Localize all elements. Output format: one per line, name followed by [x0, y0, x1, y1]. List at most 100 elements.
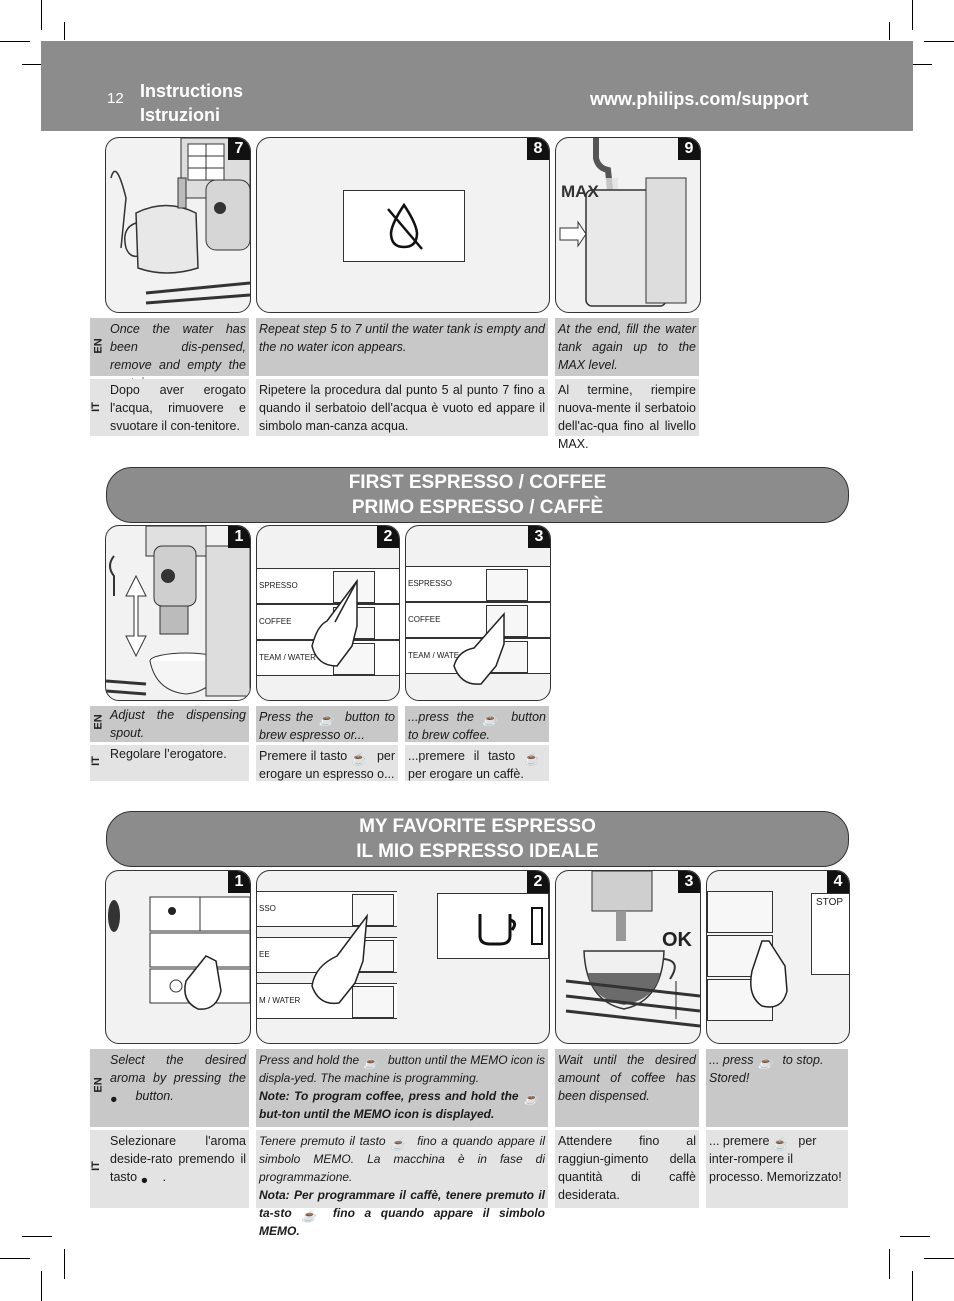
illustration-espresso-button: SPRESSO COFFEE TEAM / WATER 2 — [256, 525, 400, 701]
step-number: 1 — [228, 871, 250, 893]
step-number: 9 — [678, 138, 700, 160]
memo-display — [437, 893, 549, 959]
memo-cup-icon: ☕ — [351, 751, 367, 766]
s1-step-3-text-it: ...premere il tasto ☕ per erogare un caf… — [405, 745, 549, 781]
section-title-en: MY FAVORITE ESPRESSO — [359, 816, 596, 837]
s2-step-4-text-it: ... premere ☕ per inter-rompere il proce… — [706, 1130, 848, 1208]
crop-mark — [0, 1258, 30, 1259]
lang-tag-it: IT — [90, 379, 107, 436]
spout-adjust-illustration — [106, 526, 250, 697]
title-it: Istruzioni — [140, 105, 220, 125]
step-number: 7 — [228, 138, 250, 160]
section-title-it: IL MIO ESPRESSO IDEALE — [356, 841, 599, 862]
espresso-button-row[interactable]: SPRESSO — [257, 568, 399, 604]
crop-mark — [924, 41, 954, 42]
espresso-button-row[interactable]: ESPRESSO — [406, 566, 550, 602]
illustration-wait-dispense: OK 3 — [555, 870, 701, 1044]
illustration-step-9: MAX 9 — [555, 137, 701, 313]
memo-mug-icon: ☕ — [524, 751, 540, 766]
step-8-text-it: Ripetere la procedura dal punto 5 al pun… — [256, 379, 548, 436]
memo-cup-icon: ☕ — [756, 1055, 773, 1070]
illustration-stop: STOP 4 — [706, 870, 850, 1044]
illustration-aroma-button: 1 — [105, 870, 251, 1044]
memo-cup-icon: ☕ — [772, 1136, 789, 1151]
espresso-memo-button[interactable] — [352, 894, 394, 926]
stop-display: STOP — [811, 893, 849, 975]
cup-filling-illustration — [565, 871, 700, 1028]
illustration-step-7: 7 — [105, 137, 251, 313]
crop-mark — [924, 1258, 954, 1259]
pointing-hand-icon — [453, 612, 505, 685]
section-title-it: PRIMO ESPRESSO / CAFFÈ — [351, 497, 604, 518]
coffee-button-row[interactable]: COFFEE — [406, 602, 550, 638]
step-number: 3 — [528, 526, 550, 548]
s1-step-3-text-en: ...press the ☕ button to brew coffee. — [405, 706, 549, 742]
no-water-display — [343, 190, 465, 262]
page-title: Instructions Istruzioni — [140, 79, 243, 127]
support-url[interactable]: www.philips.com/support — [590, 89, 809, 109]
section-banner-first-espresso: FIRST ESPRESSO / COFFEE PRIMO ESPRESSO /… — [106, 467, 849, 523]
lang-tag-en: EN — [90, 706, 107, 742]
step-9-text-en: At the end, fill the water tank again up… — [555, 318, 699, 376]
illustration-memo-program: SSO EE M / WATER 2 — [256, 870, 550, 1044]
memo-mug-icon: ☕ — [523, 1091, 538, 1106]
title-en: Instructions — [140, 81, 244, 101]
step-number: 3 — [678, 871, 700, 893]
s2-step-1-text-it: Selezionare l'aroma deside-rato premendo… — [107, 1130, 249, 1208]
aroma-panel-illustration — [108, 896, 250, 1010]
s1-step-2-text-en: Press the ☕ button to brew espresso or..… — [256, 706, 398, 742]
crop-mark — [22, 64, 42, 65]
crop-mark — [0, 41, 30, 42]
s2-step-2-text-it: Tenere premuto il tasto ☕ fino a quando … — [256, 1130, 548, 1238]
step-8-text-en: Repeat step 5 to 7 until the water tank … — [256, 318, 548, 376]
crop-mark — [912, 1271, 913, 1301]
crop-mark — [912, 0, 913, 30]
steam-water-button[interactable] — [352, 986, 394, 1018]
step-number: 1 — [228, 526, 250, 548]
step-number: 2 — [527, 871, 549, 893]
aroma-bean-icon: ● — [140, 1172, 149, 1187]
s2-step-3-text-en: Wait until the desired amount of coffee … — [555, 1049, 699, 1127]
memo-mug-icon: ☕ — [301, 1208, 317, 1223]
memo-cup-icon: ☕ — [318, 712, 334, 727]
espresso-button-row[interactable]: SSO — [257, 891, 397, 927]
stop-label: STOP — [816, 897, 844, 908]
illustration-step-8: 8 — [256, 137, 550, 313]
crop-mark — [64, 22, 65, 40]
memo-cup-icon: ☕ — [362, 1055, 378, 1070]
s1-step-2-text-it: Premere il tasto ☕ per erogare un espres… — [256, 745, 398, 781]
step-number: 4 — [827, 871, 849, 893]
s2-step-4-text-en: ... press ☕ to stop. Stored! — [706, 1049, 848, 1127]
illustration-spout: 1 — [105, 525, 251, 701]
lang-tag-it: IT — [90, 745, 107, 781]
page-header — [41, 41, 913, 131]
milk-jug-illustration — [110, 138, 250, 305]
ok-label: OK — [662, 929, 692, 951]
crop-mark — [889, 22, 890, 40]
crop-mark — [64, 1249, 65, 1279]
water-tank-illustration — [559, 138, 687, 307]
step-7-text-it: Dopo aver erogato l'acqua, rimuovere e s… — [107, 379, 249, 436]
espresso-memo-button[interactable] — [707, 891, 773, 933]
max-label: MAX — [561, 182, 599, 201]
crop-mark — [900, 1236, 930, 1237]
section-banner-my-favorite-espresso: MY FAVORITE ESPRESSO IL MIO ESPRESSO IDE… — [106, 811, 849, 867]
pointing-hand-icon — [311, 913, 368, 1005]
memo-cup-icon: ☕ — [390, 1136, 406, 1151]
s2-step-2-text-en: Press and hold the ☕ button until the ME… — [256, 1049, 548, 1127]
memo-cup-display-icon — [478, 907, 543, 946]
aroma-bean-icon: ● — [110, 1091, 118, 1106]
pointing-hand-icon — [750, 940, 788, 1008]
espresso-memo-button[interactable] — [486, 569, 528, 601]
step-9-text-it: Al termine, riempire nuova-mente il serb… — [555, 379, 699, 451]
crop-mark — [912, 64, 932, 65]
s2-step-3-text-it: Attendere fino al raggiun-gimento della … — [555, 1130, 699, 1208]
crop-mark — [41, 1271, 42, 1301]
s1-step-1-text-it: Regolare l’erogatore. — [107, 745, 249, 781]
memo-mug-icon: ☕ — [481, 712, 498, 727]
lang-tag-it: IT — [90, 1130, 107, 1208]
s2-step-1-text-en: Select the desired aroma by pressing the… — [107, 1049, 249, 1127]
step-number: 8 — [527, 138, 549, 160]
s1-step-1-text-en: Adjust the dispensing spout. — [107, 706, 249, 742]
section-title-en: FIRST ESPRESSO / COFFEE — [348, 472, 607, 493]
